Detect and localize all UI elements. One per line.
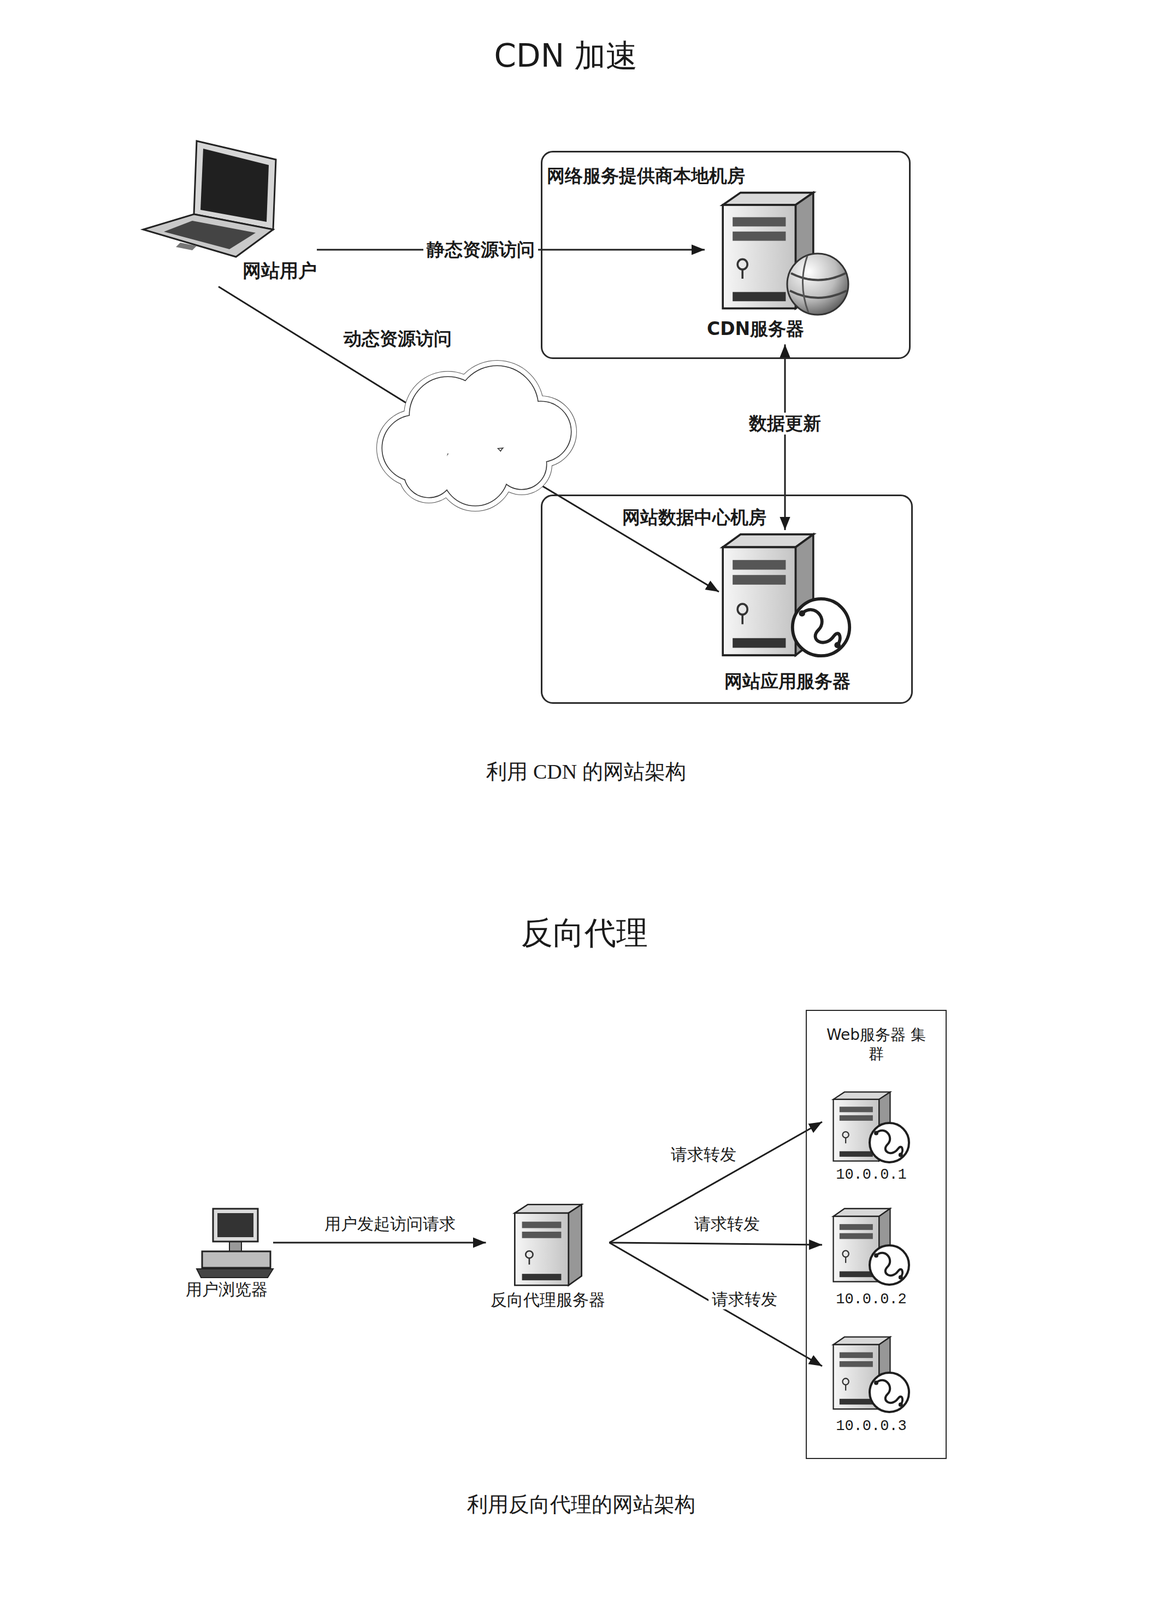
server-node: 反向代理服务器 <box>486 1199 610 1315</box>
edge-label: 请求转发 <box>667 1144 740 1165</box>
node-label: Web服务器 集群 <box>824 1024 929 1064</box>
connector <box>218 286 719 593</box>
node-label: 10.0.0.2 <box>835 1290 907 1309</box>
server-node: CDN服务器 <box>704 188 853 345</box>
server-node: 10.0.0.3 <box>822 1333 921 1440</box>
node-label: 用户浏览器 <box>185 1278 268 1300</box>
web-globe <box>792 598 850 656</box>
server-node: 用户浏览器 <box>180 1204 274 1304</box>
laptop-icon <box>143 140 276 257</box>
edge-label: 请求转发 <box>708 1289 781 1309</box>
node-label: 网站数据中心机房 <box>622 505 767 529</box>
connector <box>609 1242 823 1366</box>
room-box: 网站数据中心机房网站应用服务器 <box>540 494 913 704</box>
edge-label: 请求转发 <box>691 1213 764 1234</box>
edge-label: 数据更新 <box>745 412 825 435</box>
text-wrap: 网站用户 <box>143 137 317 283</box>
room-box: Web服务器 集群 10.0.0.1 10.0.0.2 10.0.0.3 <box>805 1009 947 1459</box>
connector <box>273 1241 487 1244</box>
text-wrap: CDN服务器 <box>704 188 853 340</box>
internet-cloud <box>376 360 577 511</box>
node-label: 10.0.0.1 <box>835 1165 907 1185</box>
node-label: 反向代理服务器 <box>490 1289 606 1310</box>
server-node: 网站用户 <box>143 137 317 287</box>
server-node: 网站应用服务器 <box>718 529 856 697</box>
diagram-caption: 利用 CDN 的网站架构 <box>486 759 686 785</box>
edge-label: 用户发起访问请求 <box>321 1213 459 1234</box>
desktop-icon <box>196 1208 274 1278</box>
text-wrap: 网站数据中心机房 <box>622 505 767 529</box>
node-label: 网站用户 <box>242 258 317 283</box>
server-node: 10.0.0.2 <box>822 1205 921 1314</box>
server-node: 10.0.0.1 <box>822 1089 921 1189</box>
web-globe <box>869 1372 909 1412</box>
text-wrap: 反向代理服务器 <box>486 1199 610 1310</box>
node-label: 10.0.0.3 <box>835 1417 907 1436</box>
node-label: 网站应用服务器 <box>724 669 851 693</box>
text-wrap: 10.0.0.2 <box>822 1205 921 1309</box>
connector <box>609 1121 823 1243</box>
text-wrap: 10.0.0.3 <box>822 1333 921 1436</box>
room-box: 网络服务提供商本地机房 CDN服务器 <box>540 150 911 359</box>
connector <box>609 1242 823 1245</box>
connector <box>784 344 787 530</box>
text-wrap: 网络服务提供商本地机房 <box>546 164 746 187</box>
web-globe <box>869 1244 909 1285</box>
text-wrap: Web服务器 集群 <box>806 1024 946 1064</box>
node-label: CDN服务器 <box>706 317 805 340</box>
text-wrap: 用户浏览器 <box>180 1204 274 1300</box>
node-label: 网络服务提供商本地机房 <box>546 164 746 187</box>
diagram-title: CDN 加速 <box>494 37 639 76</box>
text-wrap: 网站应用服务器 <box>718 529 856 693</box>
server-icon <box>514 1203 582 1285</box>
web-globe <box>869 1122 909 1162</box>
section-caption: 利用反向代理的网站架构 <box>467 1491 696 1517</box>
cdn-globe <box>787 253 849 315</box>
section-title: 反向代理 <box>521 913 648 953</box>
text-wrap: 10.0.0.1 <box>822 1089 921 1185</box>
edge-label: 静态资源访问 <box>423 238 539 261</box>
edge-label: 动态资源访问 <box>340 327 456 350</box>
